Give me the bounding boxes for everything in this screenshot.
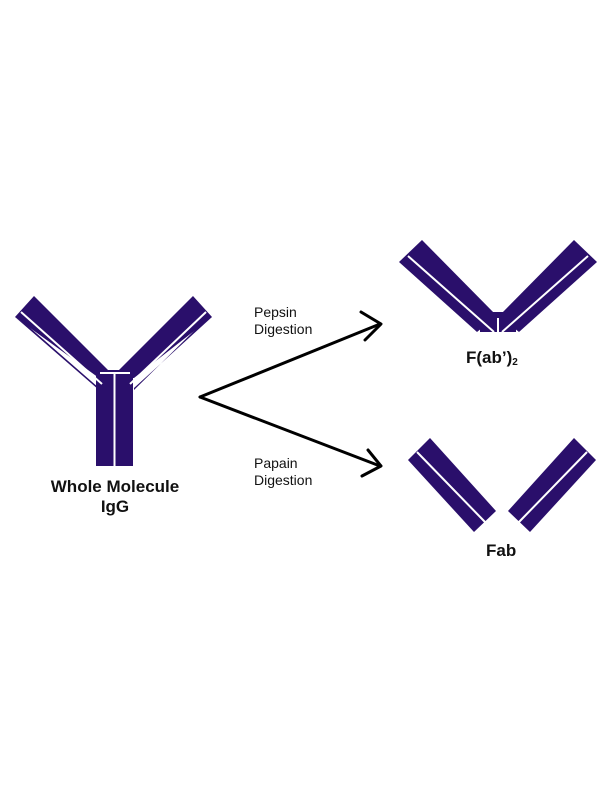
fab2-left-arm xyxy=(399,240,497,332)
whole-molecule-label-line1: Whole Molecule xyxy=(50,477,180,496)
fab-right-separator xyxy=(518,451,588,523)
pepsin-label-line2: Digestion xyxy=(254,321,313,337)
fab2-label-main: F(ab’) xyxy=(466,348,513,367)
igg-right-arm xyxy=(114,296,212,378)
igg-left-arm xyxy=(15,296,118,380)
papain-arrow-line xyxy=(198,395,382,468)
fab-left-separator xyxy=(416,451,486,523)
pepsin-label: Pepsin Digestion xyxy=(254,304,312,338)
igg-left-arm-separator xyxy=(20,311,103,385)
papain-label-line2: Digestion xyxy=(254,472,313,488)
whole-igg-molecule xyxy=(15,296,212,466)
digestion-arrows xyxy=(198,310,383,478)
fab2-right-arm xyxy=(499,240,597,332)
pepsin-arrow-line xyxy=(198,322,382,399)
papain-label-line1: Papain xyxy=(254,455,298,471)
fab2-label-subscript: 2 xyxy=(512,357,518,368)
fab-label: Fab xyxy=(486,541,516,561)
fab-fragments xyxy=(408,438,596,532)
fab2-left-separator xyxy=(407,255,495,333)
fab2-fragment xyxy=(399,240,597,333)
fab2-label: F(ab’)2 xyxy=(466,348,518,368)
fab2-right-separator xyxy=(501,255,589,333)
fab-label-text: Fab xyxy=(486,541,517,560)
igg-right-arm-separator xyxy=(129,311,207,385)
fab-left xyxy=(408,438,496,532)
papain-arrow-head xyxy=(360,448,383,478)
igg-left-arm-lower xyxy=(15,317,99,390)
whole-molecule-label: Whole Molecule IgG xyxy=(45,477,185,517)
fab-right xyxy=(508,438,596,532)
whole-molecule-label-line2: IgG xyxy=(100,497,130,516)
papain-label: Papain Digestion xyxy=(254,455,312,489)
pepsin-arrow-head xyxy=(359,310,383,342)
pepsin-label-line1: Pepsin xyxy=(254,304,297,320)
